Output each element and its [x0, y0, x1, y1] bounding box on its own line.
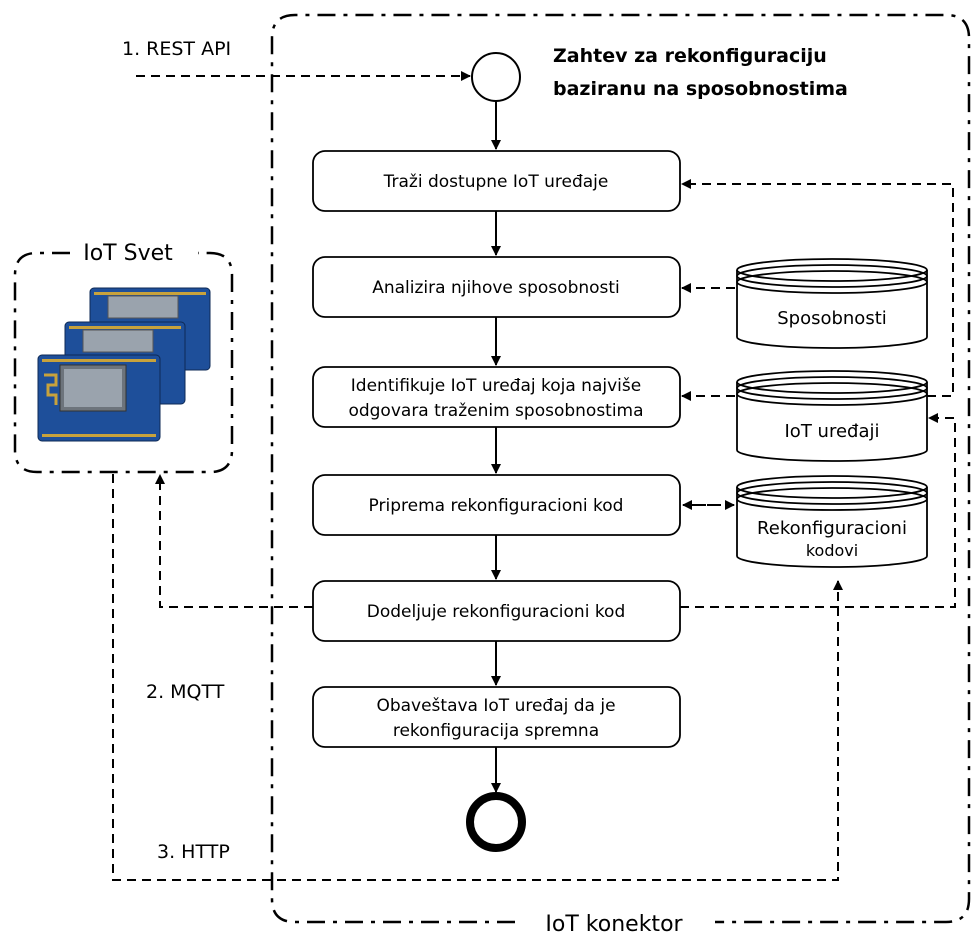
connector-boundary: [270, 13, 971, 924]
step-3-label-line-1: Identifikuje IoT uređaj koja najviše: [351, 376, 641, 396]
start-event: [471, 52, 521, 102]
data-flows: [112, 71, 956, 881]
protocol-mqtt-label: 2. MQTT: [146, 681, 225, 703]
iot-boards-image: [37, 287, 211, 442]
step-4-label: Priprema rekonfiguracioni kod: [369, 496, 624, 516]
step-1-label: Traži dostupne IoT uređaje: [383, 172, 609, 192]
title-line-1: Zahtev za rekonfiguraciju: [553, 45, 827, 67]
step-3-label-line-2: odgovara traženim sposobnostima: [348, 401, 643, 421]
step-5-label: Dodeljuje rekonfiguracioni kod: [367, 602, 626, 622]
connector-label: IoT konektor: [545, 912, 683, 935]
database-sposobnosti-label: Sposobnosti: [777, 308, 887, 329]
database-iot-uredjaji-label: IoT uređaji: [785, 421, 880, 442]
world-boundary: [13, 251, 234, 474]
database-sposobnosti: [736, 258, 928, 349]
title-line-2: baziranu na sposobnostima: [553, 78, 848, 100]
database-rekonfiguracioni-kodovi: [736, 475, 928, 568]
step-6-label-line-2: rekonfiguracija spremna: [393, 721, 599, 741]
database-iot-uredjaji: [736, 370, 928, 462]
step-2-label: Analizira njihove sposobnosti: [372, 278, 620, 298]
step-6-label-line-1: Obaveštava IoT uređaj da je: [376, 696, 615, 716]
end-event: [466, 792, 526, 852]
world-label: IoT Svet: [83, 241, 173, 266]
protocol-rest-label: 1. REST API: [122, 38, 231, 60]
database-kodovi-label-line-1: Rekonfiguracioni: [757, 518, 907, 539]
database-kodovi-label-line-2: kodovi: [806, 541, 858, 560]
protocol-http-label: 3. HTTP: [157, 841, 230, 863]
